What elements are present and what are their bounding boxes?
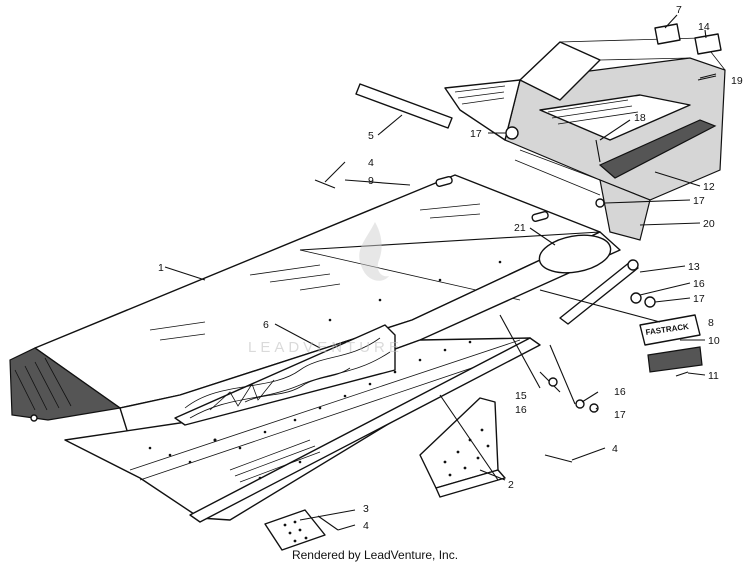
callout-15: 15 (515, 390, 527, 402)
callout-19: 19 (731, 75, 743, 87)
callout-4b: 4 (612, 443, 618, 455)
callout-8: 8 (708, 317, 714, 329)
pin-4a-part (314, 179, 336, 189)
decal-panel-part (174, 324, 396, 442)
callout-20: 20 (703, 218, 715, 230)
callout-17c: 17 (693, 293, 705, 305)
callout-21: 21 (514, 222, 526, 234)
callout-10: 10 (708, 335, 720, 347)
strip-part (355, 83, 453, 129)
fastrack-decal-part: FASTRACK (639, 314, 701, 346)
watermark: LEADVENTURE (248, 222, 403, 356)
reflector-part (647, 346, 703, 373)
callout-17d: 17 (614, 409, 626, 421)
leader-lines (164, 14, 717, 531)
callout-1: 1 (158, 262, 164, 274)
pin-4c-part (317, 515, 339, 531)
washer-16b-part (548, 377, 558, 387)
callout-13: 13 (688, 261, 700, 273)
callout-7: 7 (676, 4, 682, 16)
oval-plate-part (538, 234, 612, 274)
callout-9: 9 (368, 175, 374, 187)
bracket-part (419, 397, 506, 498)
decal-14-part (694, 33, 722, 55)
nut-17b-part (595, 198, 605, 208)
callout-11: 11 (708, 370, 719, 382)
watermark-text: LEADVENTURE (248, 339, 403, 356)
plate-part (264, 509, 326, 551)
flame-logo-icon (359, 222, 389, 281)
bolt-18-part (595, 139, 601, 163)
callout-16c: 16 (614, 386, 626, 398)
decal-7-part (654, 23, 681, 45)
pin-4b-part (544, 454, 573, 463)
callout-16a: 16 (693, 278, 705, 290)
callout-labels: 1 2 3 4 4 4 5 6 7 8 9 10 11 12 13 14 15 … (158, 4, 743, 532)
callout-18: 18 (634, 112, 646, 124)
callout-14: 14 (698, 21, 710, 33)
callout-16b: 16 (515, 404, 527, 416)
screw-19-part (699, 73, 717, 79)
callout-17b: 17 (693, 195, 705, 207)
callout-12: 12 (703, 181, 715, 193)
callout-17a: 17 (470, 128, 482, 140)
callout-4c: 4 (363, 520, 369, 532)
tail-assembly-part (444, 37, 726, 241)
callout-6: 6 (263, 319, 269, 331)
screw-11-part (675, 371, 689, 377)
rod-part (559, 259, 639, 325)
callout-3: 3 (363, 503, 369, 515)
nut-17-part (505, 126, 519, 140)
callout-5: 5 (368, 130, 374, 142)
footer-credit: Rendered by LeadVenture, Inc. (291, 548, 459, 562)
nut-17c-part (644, 296, 656, 308)
washer-16-part (630, 292, 642, 304)
callout-4a: 4 (368, 157, 374, 169)
callout-2: 2 (508, 479, 514, 491)
nut-17d-part (589, 403, 599, 413)
